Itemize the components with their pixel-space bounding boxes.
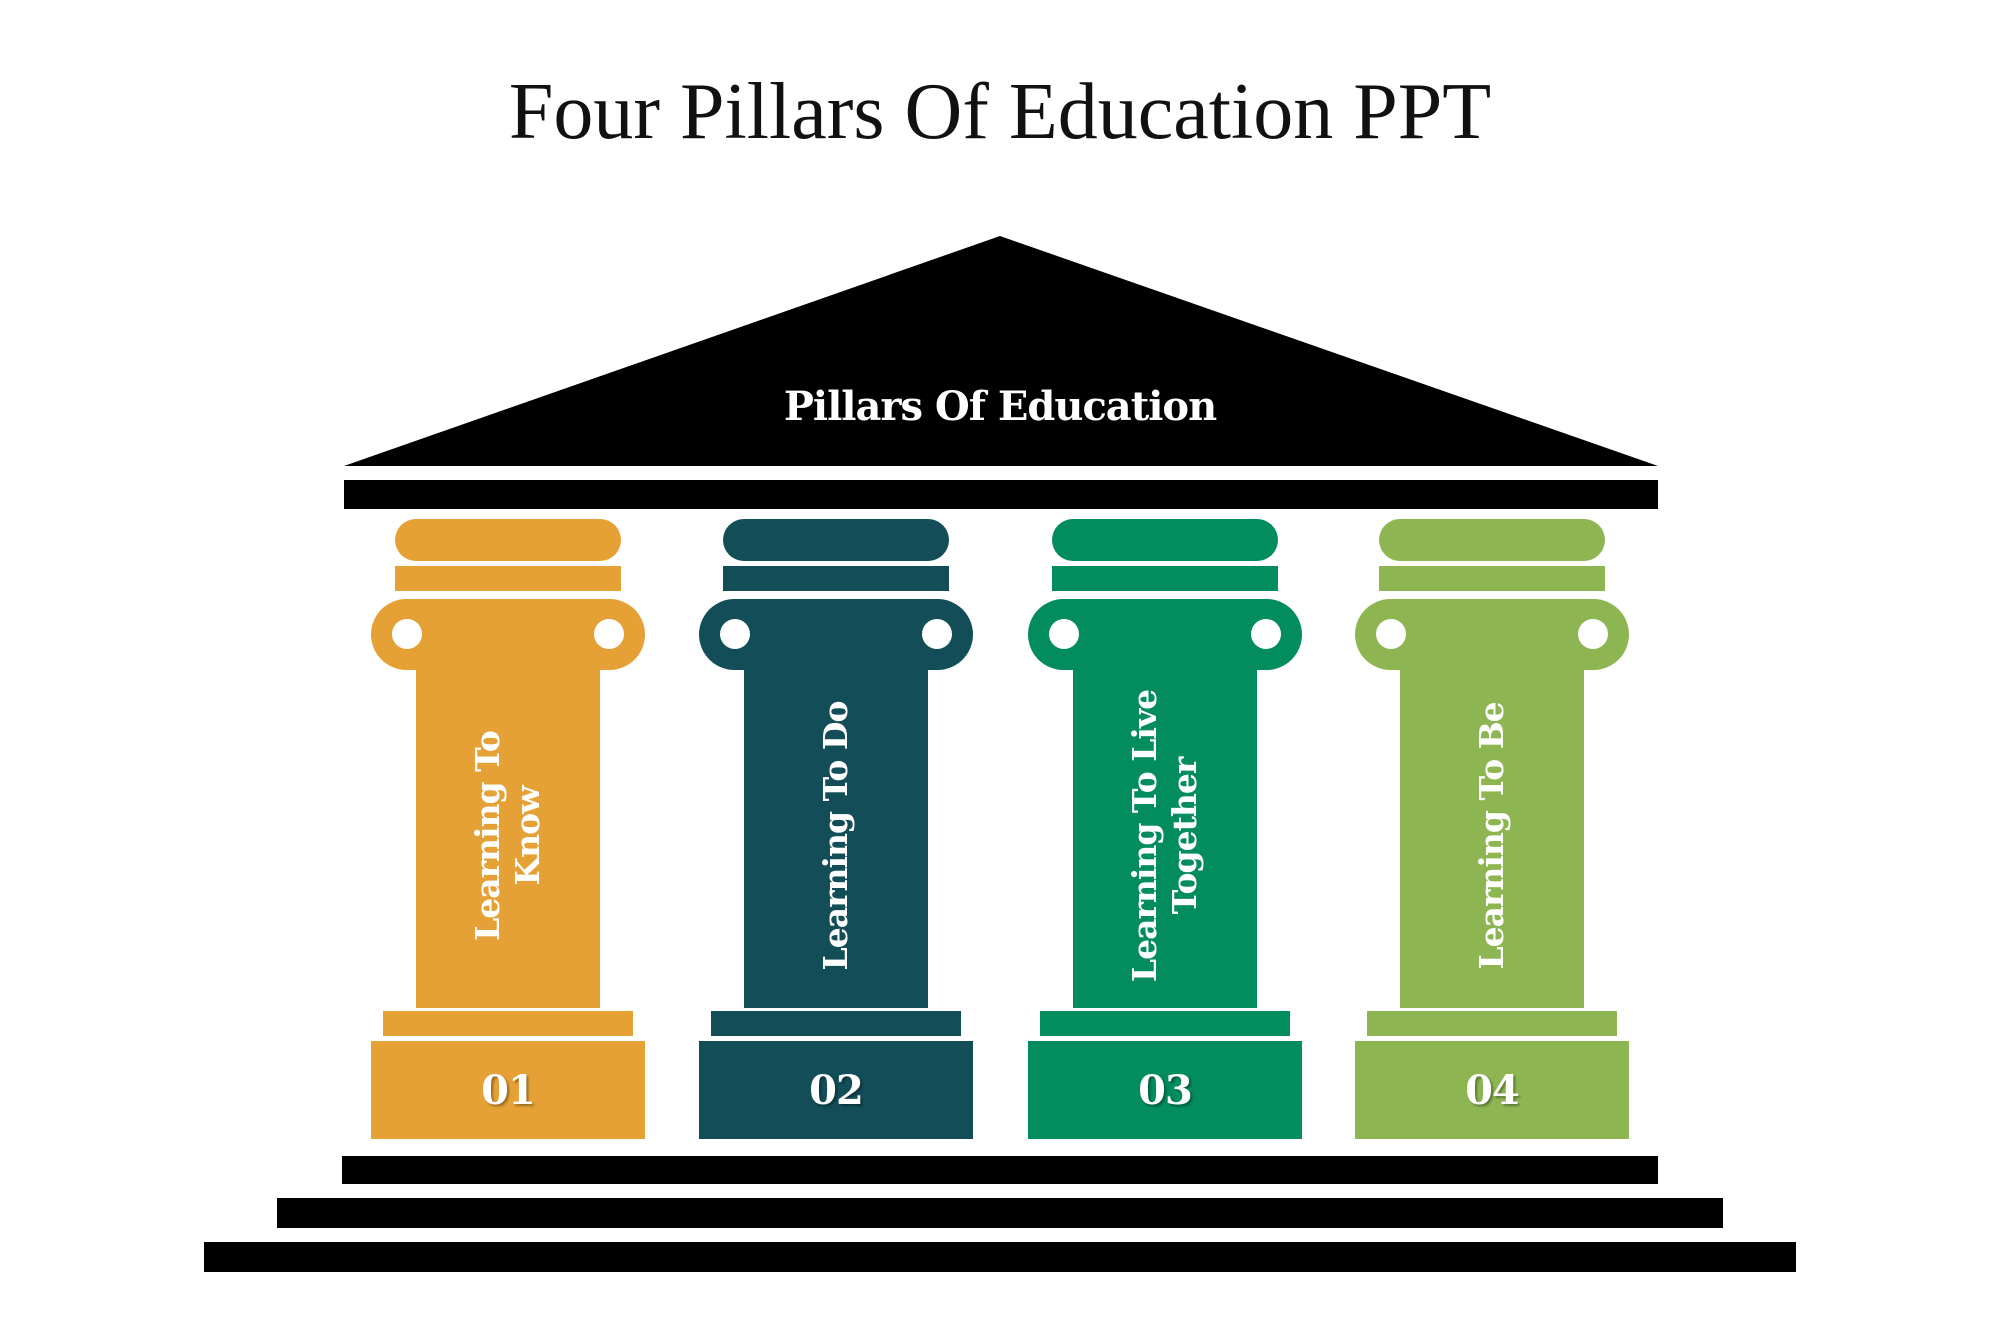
pillar-label-line2: Together <box>1165 757 1204 915</box>
pillar-label-line1: Learning To Live <box>1125 689 1164 983</box>
step-1 <box>342 1156 1658 1184</box>
pillar-plinth-lower: 04 <box>1355 1041 1629 1139</box>
pillar-shaft: Learning To Live Together <box>1073 664 1257 1008</box>
entablature-bar <box>344 480 1658 509</box>
pillar-3: Learning To Live Together 03 <box>1028 519 1302 1139</box>
scroll-hole-left <box>720 619 750 649</box>
pillar-cap-band <box>395 566 621 591</box>
pillar-shaft: Learning To Be <box>1400 664 1584 1008</box>
pillar-label: Learning To Live Together <box>1125 690 1205 982</box>
pillar-capital <box>1355 599 1629 670</box>
pillar-plinth-upper <box>1040 1011 1290 1036</box>
pillar-capital <box>371 599 645 670</box>
pillar-cap-top <box>1379 519 1605 561</box>
pillar-label: Learning To Know <box>468 731 548 941</box>
slide-title: Four Pillars Of Education PPT <box>508 68 1492 156</box>
scroll-hole-right <box>594 619 624 649</box>
pillar-plinth-upper <box>383 1011 633 1036</box>
pillar-cap-band <box>1052 566 1278 591</box>
pillar-plinth-lower: 01 <box>371 1041 645 1139</box>
pillar-cap-top <box>723 519 949 561</box>
pillar-label: Learning To Do <box>816 702 856 971</box>
pillar-number: 01 <box>481 1066 536 1114</box>
scroll-hole-right <box>1578 619 1608 649</box>
pillar-capital <box>1028 599 1302 670</box>
pillar-label-line1: Learning To <box>468 731 507 941</box>
pillar-number: 04 <box>1465 1066 1520 1114</box>
pillar-number: 03 <box>1138 1066 1193 1114</box>
pillar-cap-top <box>395 519 621 561</box>
pillar-2: Learning To Do 02 <box>699 519 973 1139</box>
scroll-hole-left <box>1376 619 1406 649</box>
pillar-number: 02 <box>809 1066 864 1114</box>
step-3 <box>204 1242 1796 1272</box>
scroll-hole-left <box>1049 619 1079 649</box>
pillar-plinth-upper <box>711 1011 961 1036</box>
pillar-label-line2: Know <box>508 786 547 886</box>
pillar-label-line1: Learning To Be <box>1472 702 1511 970</box>
step-2 <box>277 1198 1723 1228</box>
scroll-hole-right <box>922 619 952 649</box>
pillar-cap-band <box>1379 566 1605 591</box>
pillar-4: Learning To Be 04 <box>1355 519 1629 1139</box>
pillar-1: Learning To Know 01 <box>371 519 645 1139</box>
pillar-shaft: Learning To Do <box>744 664 928 1008</box>
pillar-capital <box>699 599 973 670</box>
pillar-cap-band <box>723 566 949 591</box>
scroll-hole-left <box>392 619 422 649</box>
pillar-plinth-lower: 03 <box>1028 1041 1302 1139</box>
pillar-cap-top <box>1052 519 1278 561</box>
pillar-plinth-upper <box>1367 1011 1617 1036</box>
roof-label: Pillars Of Education <box>783 383 1217 430</box>
pillar-label-line1: Learning To Do <box>816 701 855 971</box>
scroll-hole-right <box>1251 619 1281 649</box>
pillar-plinth-lower: 02 <box>699 1041 973 1139</box>
pillar-shaft: Learning To Know <box>416 664 600 1008</box>
pillar-label: Learning To Be <box>1472 702 1512 969</box>
